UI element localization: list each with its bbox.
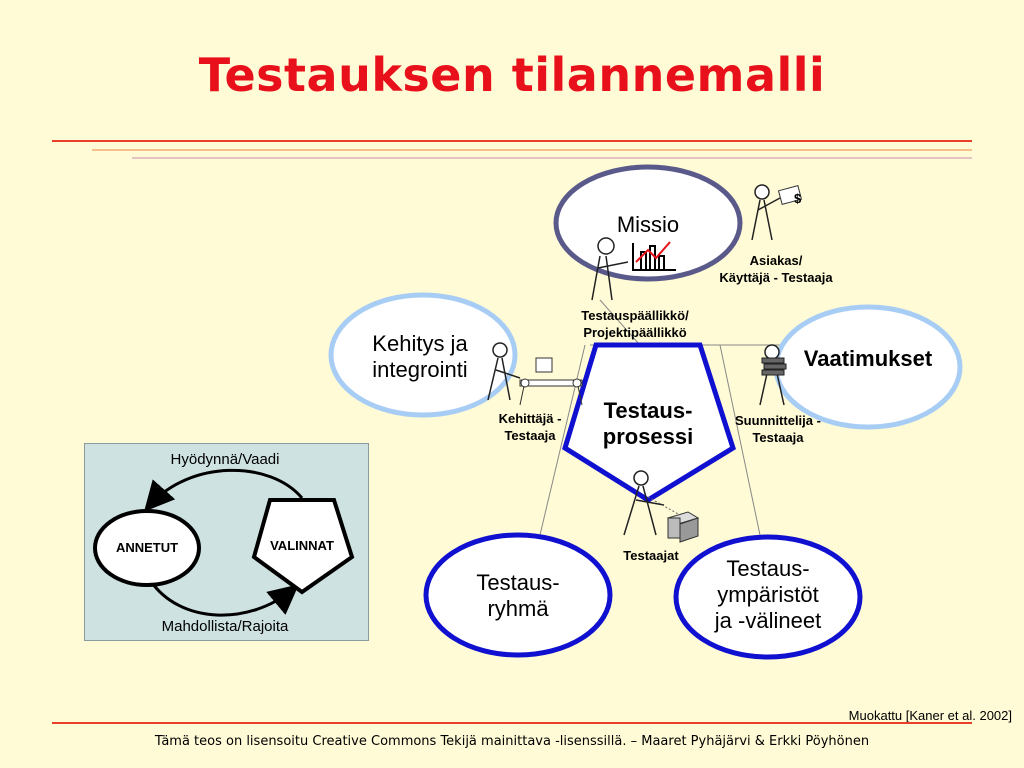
suunnittelija-label: Suunnittelija - Testaaja: [718, 412, 838, 446]
inset-diagram: [93, 468, 355, 617]
ymparistot-label-line1: Testaus-: [726, 556, 810, 581]
bottom-arrow: [148, 579, 299, 617]
top-arrow: [144, 468, 304, 512]
books-icon: [761, 357, 787, 376]
prosessi-label: Testaus- prosessi: [578, 398, 718, 450]
missio-label: Missio: [616, 212, 680, 237]
ymparistot-label-line3: ja -välineet: [714, 608, 822, 633]
kehitys-label-line1: Kehitys ja: [372, 331, 468, 356]
box-icon: [647, 496, 700, 543]
kehitys-label: Kehitys ja integrointi: [345, 331, 495, 383]
prosessi-label-line2: prosessi: [602, 424, 694, 449]
kehittaja-label: Kehittäjä - Testaaja: [480, 410, 580, 444]
ymparistot-oval: [673, 534, 863, 660]
ryhma-label-line2: ryhmä: [487, 596, 549, 621]
paallikko-label: Testauspäällikkö/ Projektipäällikkö: [560, 307, 710, 341]
inset-top-label: Hyödynnä/Vaadi: [170, 451, 280, 468]
kehitys-oval: [328, 292, 518, 418]
annetut-oval: [93, 509, 201, 587]
footer: Tämä teos on lisensoitu Creative Commons…: [154, 734, 870, 749]
valinnat-label: VALINNAT: [270, 538, 334, 553]
paallikko-line2: Projektipäällikkö: [583, 325, 687, 340]
slide-title: Testauksen tilannemalli: [198, 48, 826, 102]
kehittaja-line1: Kehittäjä -: [498, 411, 562, 426]
kehitys-label-line2: integrointi: [372, 357, 468, 382]
machine-icon: [519, 357, 583, 406]
asiakas-label: Asiakas/ Käyttäjä - Testaaja: [696, 252, 856, 286]
asiakas-line2: Käyttäjä - Testaaja: [719, 270, 833, 285]
ymparistot-label: Testaus- ympäristöt ja -välineet: [693, 556, 843, 634]
annetut-label: ANNETUT: [115, 540, 179, 555]
testaajat-label: Testaajat: [623, 548, 679, 563]
title-rule-red: [52, 140, 972, 142]
ryhma-label: Testaus- ryhmä: [448, 570, 588, 622]
money-icon: $: [777, 185, 803, 206]
suunnittelija-line1: Suunnittelija -: [735, 413, 821, 428]
prosessi-label-line1: Testaus-: [603, 398, 693, 423]
title-rule-pink: [132, 157, 972, 159]
footer-rule: [52, 722, 972, 724]
ymparistot-label-line2: ympäristöt: [717, 582, 819, 607]
title-rule-orange: [92, 149, 972, 151]
credit: Muokattu [Kaner et al. 2002]: [848, 708, 1012, 723]
asiakas-line1: Asiakas/: [749, 253, 803, 268]
inset-bottom-label: Mahdollista/Rajoita: [161, 618, 289, 635]
prosessi-pentagon: [562, 342, 736, 503]
valinnat-pentagon: [251, 498, 355, 595]
chart-icon: [632, 241, 676, 271]
suunnittelija-line2: Testaaja: [752, 430, 804, 445]
paallikko-line1: Testauspäällikkö/: [581, 308, 689, 323]
vaatimukset-label: Vaatimukset: [803, 346, 933, 371]
kehittaja-line2: Testaaja: [504, 428, 556, 443]
ryhma-oval: [423, 532, 613, 658]
svg-text:$: $: [794, 191, 802, 206]
ryhma-label-line1: Testaus-: [476, 570, 560, 595]
